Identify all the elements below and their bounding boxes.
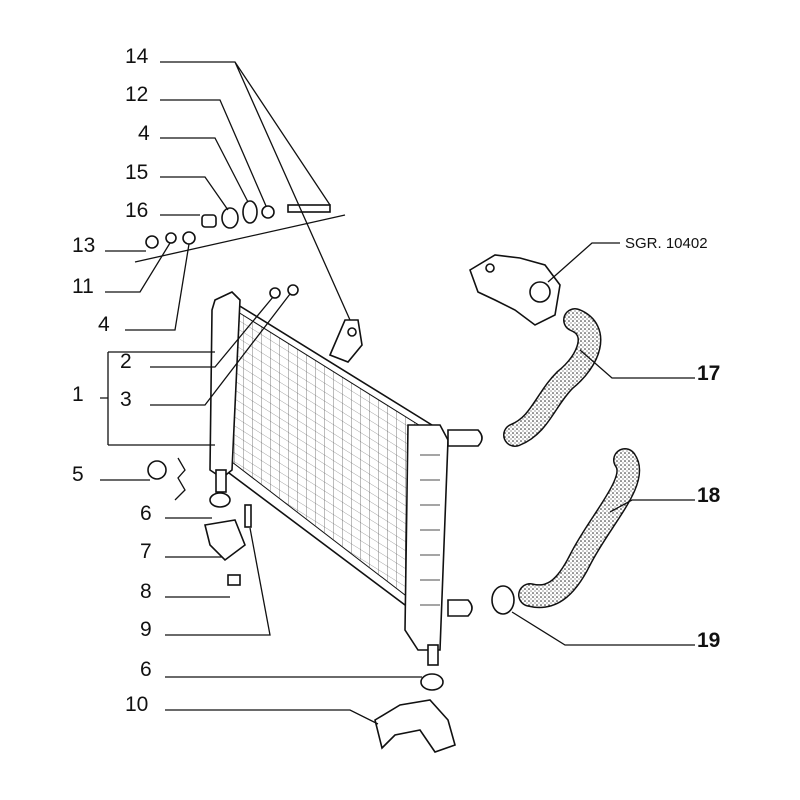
nut-12 [261,205,275,219]
callout-9: 9 [140,618,152,641]
nut-13 [145,235,159,249]
callout-7: 7 [140,540,152,563]
leader-lines [100,61,695,725]
callout-10: 10 [125,693,148,716]
callout-2: 2 [120,350,132,373]
callout-6b: 6 [140,658,152,681]
reference-label: SGR. 10402 [625,235,708,252]
callout-4b: 4 [98,313,110,336]
bush-6a [209,492,231,508]
callout-3: 3 [120,388,132,411]
callout-11: 11 [72,275,94,298]
callout-4: 4 [138,122,150,145]
grommet-4b [182,231,196,245]
callout-13: 13 [72,234,95,257]
hoses [491,308,641,615]
nut-8 [227,574,241,586]
callout-1: 1 [72,383,84,406]
bush-15 [221,207,239,229]
callout-5: 5 [72,463,84,486]
callout-14: 14 [125,45,149,68]
bolt-14 [287,204,331,213]
callout-19: 19 [697,629,720,652]
radiator [209,291,483,666]
callout-12: 12 [125,83,148,106]
spacer-16 [201,214,217,228]
hose-clamp-19 [491,585,515,615]
bracket-10 [374,699,456,753]
bolt-9 [244,504,252,528]
callout-15: 15 [125,161,148,184]
bracket-7 [204,519,246,562]
water-pump [469,254,561,326]
plug-5 [147,460,167,480]
callout-18: 18 [697,484,721,507]
callout-17: 17 [697,362,720,385]
washer-11 [165,232,177,244]
callout-16: 16 [125,199,148,222]
callout-8: 8 [140,580,152,603]
callout-6: 6 [140,502,152,525]
grommet-4 [242,200,258,224]
mounting-hardware [134,200,456,753]
bush-6b [420,673,444,691]
